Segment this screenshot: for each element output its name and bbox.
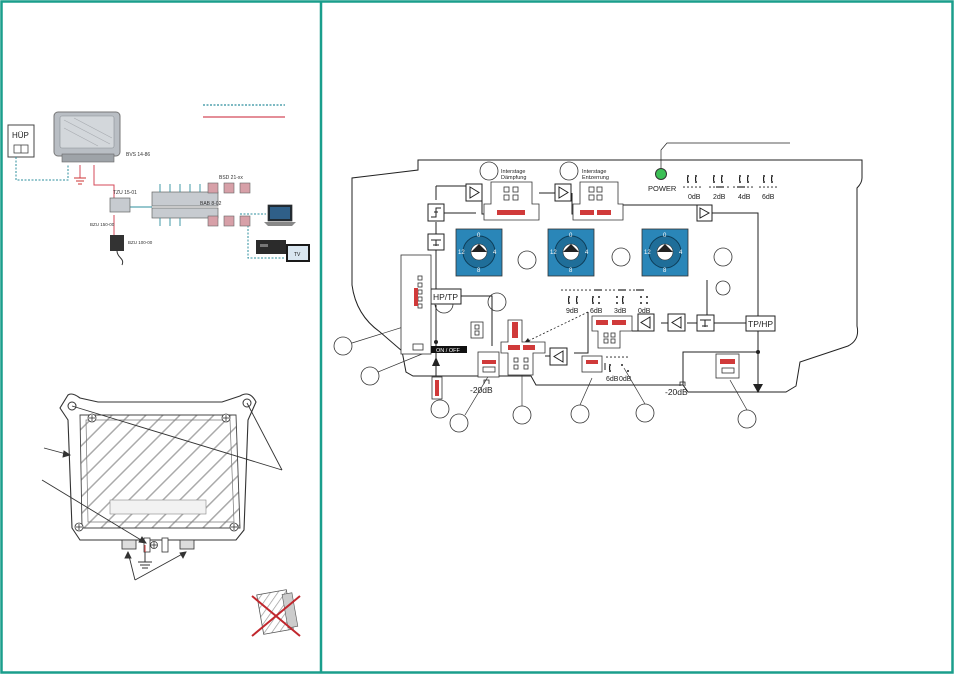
- dial-1[interactable]: 0 4 8 12: [455, 228, 503, 277]
- power-label: POWER: [648, 184, 677, 193]
- minus20-right-label: -20dB: [665, 387, 688, 397]
- interstage-eq-line1: Interstage: [582, 169, 606, 175]
- tv-icon: TV: [286, 244, 310, 262]
- socket-row-top: BSD 21-xx: [207, 175, 251, 227]
- dial-3-label-4: 4: [679, 250, 683, 256]
- interstage-eq-line2: Entzerrung: [582, 175, 609, 181]
- dial-2-label-0: 0: [569, 233, 573, 239]
- attenuator-jumper-row-top[interactable]: [683, 175, 777, 188]
- att-small-0: 6dB: [606, 376, 619, 383]
- callout-circles: [333, 161, 757, 433]
- att-mid-3: 0dB: [638, 308, 651, 315]
- dial-2-label-12: 12: [550, 250, 557, 256]
- ground-symbol: [74, 177, 86, 185]
- board-outline: [351, 159, 863, 393]
- cable-to-tv: [247, 222, 285, 259]
- dial-2[interactable]: 0 4 8 12: [547, 228, 595, 277]
- interstage-att-line2: Dämpfung: [501, 175, 526, 181]
- housing-mounting-diagram: [41, 393, 301, 637]
- tv-label: TV: [294, 252, 301, 258]
- minus20-right-jumper-icon: [679, 381, 686, 386]
- screw-icon: [74, 413, 239, 549]
- small-jumper[interactable]: [470, 321, 484, 339]
- tap-device: TZU 15-01: [109, 190, 137, 213]
- dial-3[interactable]: 0 4 8 12: [641, 228, 689, 277]
- dial-1-label-8: 8: [477, 268, 481, 274]
- receiver-icon: [256, 240, 286, 254]
- attenuator-jumper-row-mid[interactable]: [561, 289, 648, 304]
- dial-1-label-12: 12: [458, 250, 465, 256]
- psu1-label: BZU 150-00: [90, 222, 115, 227]
- minus20-left-jumper-icon: [483, 379, 490, 384]
- att-mid-2: 3dB: [614, 308, 627, 315]
- interstage-equalizer-jumper[interactable]: [572, 181, 624, 221]
- amplifier-icon: [465, 183, 713, 366]
- splitter-bottom-label: BAB 8-02: [200, 201, 222, 207]
- tp-hp-switch[interactable]: [745, 315, 776, 332]
- dial-3-label-12: 12: [644, 250, 651, 256]
- cable-hup-amp: [15, 157, 69, 181]
- on-off-jumper[interactable]: [400, 254, 432, 355]
- bottom-left-jumper[interactable]: [431, 376, 443, 400]
- laptop-icon: [264, 204, 296, 226]
- dial-1-label-0: 0: [477, 233, 481, 239]
- pointer-arrows: [41, 402, 283, 581]
- att-top-0: 0dB: [688, 194, 701, 201]
- interstage-attenuation-jumper[interactable]: [483, 181, 540, 221]
- power-leader: [660, 142, 790, 173]
- psu-device: BZU 150-00 BZU 100-00: [90, 222, 153, 266]
- power-led-icon: [655, 168, 667, 180]
- dial-3-label-8: 8: [663, 268, 667, 274]
- psu2-label: BZU 100-00: [128, 240, 153, 245]
- dial-1-label-4: 4: [493, 250, 497, 256]
- ground-symbol: [138, 545, 152, 569]
- att-mid-1: 6dB: [590, 308, 603, 315]
- amp-label: BVS 14-86: [126, 152, 150, 158]
- minus20-left-label: -20dB: [470, 385, 493, 395]
- tp-hp-label: TP/HP: [748, 319, 773, 329]
- cable-amp-tap: [93, 165, 115, 200]
- att-top-1: 2dB: [713, 194, 726, 201]
- dial-3-label-0: 0: [663, 233, 667, 239]
- att-top-3: 6dB: [762, 194, 775, 201]
- attenuator-jumper-small[interactable]: [581, 355, 603, 373]
- hp-tp-label: HP/TP: [433, 292, 458, 302]
- bottom-right-jumper[interactable]: [715, 353, 740, 379]
- dial-2-label-4: 4: [585, 250, 589, 256]
- bridge-jumper-block[interactable]: [591, 315, 633, 349]
- dial-2-label-8: 8: [569, 268, 573, 274]
- hup-box: HÜP: [7, 124, 35, 158]
- att-mid-0: 9dB: [566, 308, 579, 315]
- installation-diagram: HÜP BVS 14-86 TZU 15-01: [7, 104, 310, 266]
- center-jumper-block[interactable]: [500, 319, 546, 376]
- interstage-att-line1: Interstage: [501, 169, 525, 175]
- amplifier-device: BVS 14-86: [53, 111, 150, 163]
- amplifier-board-diagram: POWER: [333, 142, 863, 433]
- att-top-2: 4dB: [738, 194, 751, 201]
- splitter-top-label: BSD 21-xx: [219, 175, 243, 181]
- att-small-1: 0dB: [619, 376, 632, 383]
- filter-icon: [427, 203, 715, 332]
- wrong-mounting-icon: [251, 589, 301, 637]
- dotted-arrow: [525, 311, 589, 343]
- hup-label: HÜP: [12, 131, 29, 140]
- on-off-label: ON / OFF: [436, 348, 460, 354]
- housing-connectors: [121, 537, 195, 553]
- tap-label: TZU 15-01: [113, 190, 137, 196]
- arrow-down-icon: [753, 384, 763, 393]
- minus20-left-jumper[interactable]: [477, 351, 500, 378]
- splitter-device: BAB 8-02: [151, 184, 222, 226]
